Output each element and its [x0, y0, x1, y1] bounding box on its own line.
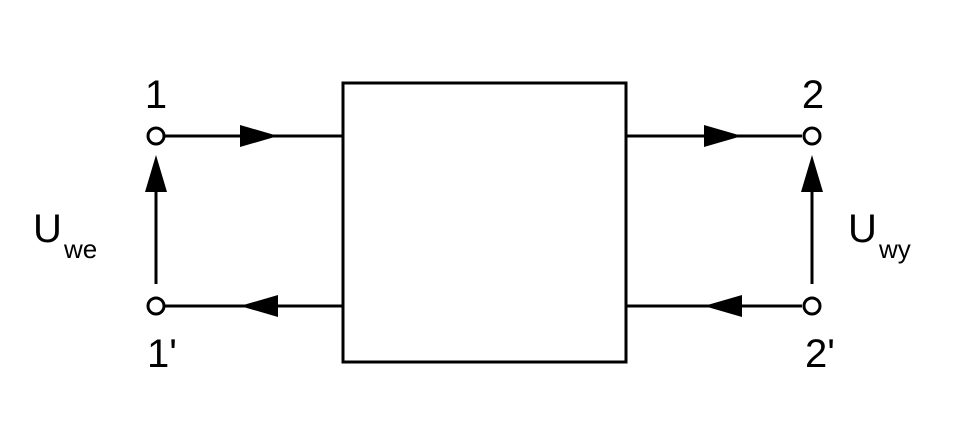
- input-voltage-arrow-icon: [145, 155, 167, 192]
- output-bottom-arrow-icon: [704, 295, 742, 317]
- input-top-arrow-icon: [240, 125, 278, 147]
- input-voltage-subscript: we: [63, 234, 97, 264]
- terminal-2-icon: [802, 126, 822, 146]
- terminal-2-prime-icon: [802, 296, 822, 316]
- terminal-1-prime-label: 1': [147, 332, 177, 376]
- network-block: [341, 81, 628, 364]
- input-voltage-symbol: U: [33, 207, 62, 251]
- output-voltage-symbol: U: [848, 207, 877, 251]
- output-top-arrow-icon: [704, 125, 742, 147]
- terminal-1-label: 1: [145, 73, 167, 117]
- input-bottom-arrow-icon: [240, 295, 278, 317]
- output-voltage-arrow-icon: [801, 155, 823, 192]
- output-voltage-subscript: wy: [878, 234, 911, 264]
- terminal-2-label: 2: [802, 73, 824, 117]
- terminal-2-prime-label: 2': [805, 332, 835, 376]
- terminal-1-prime-icon: [146, 296, 166, 316]
- terminal-1-icon: [146, 126, 166, 146]
